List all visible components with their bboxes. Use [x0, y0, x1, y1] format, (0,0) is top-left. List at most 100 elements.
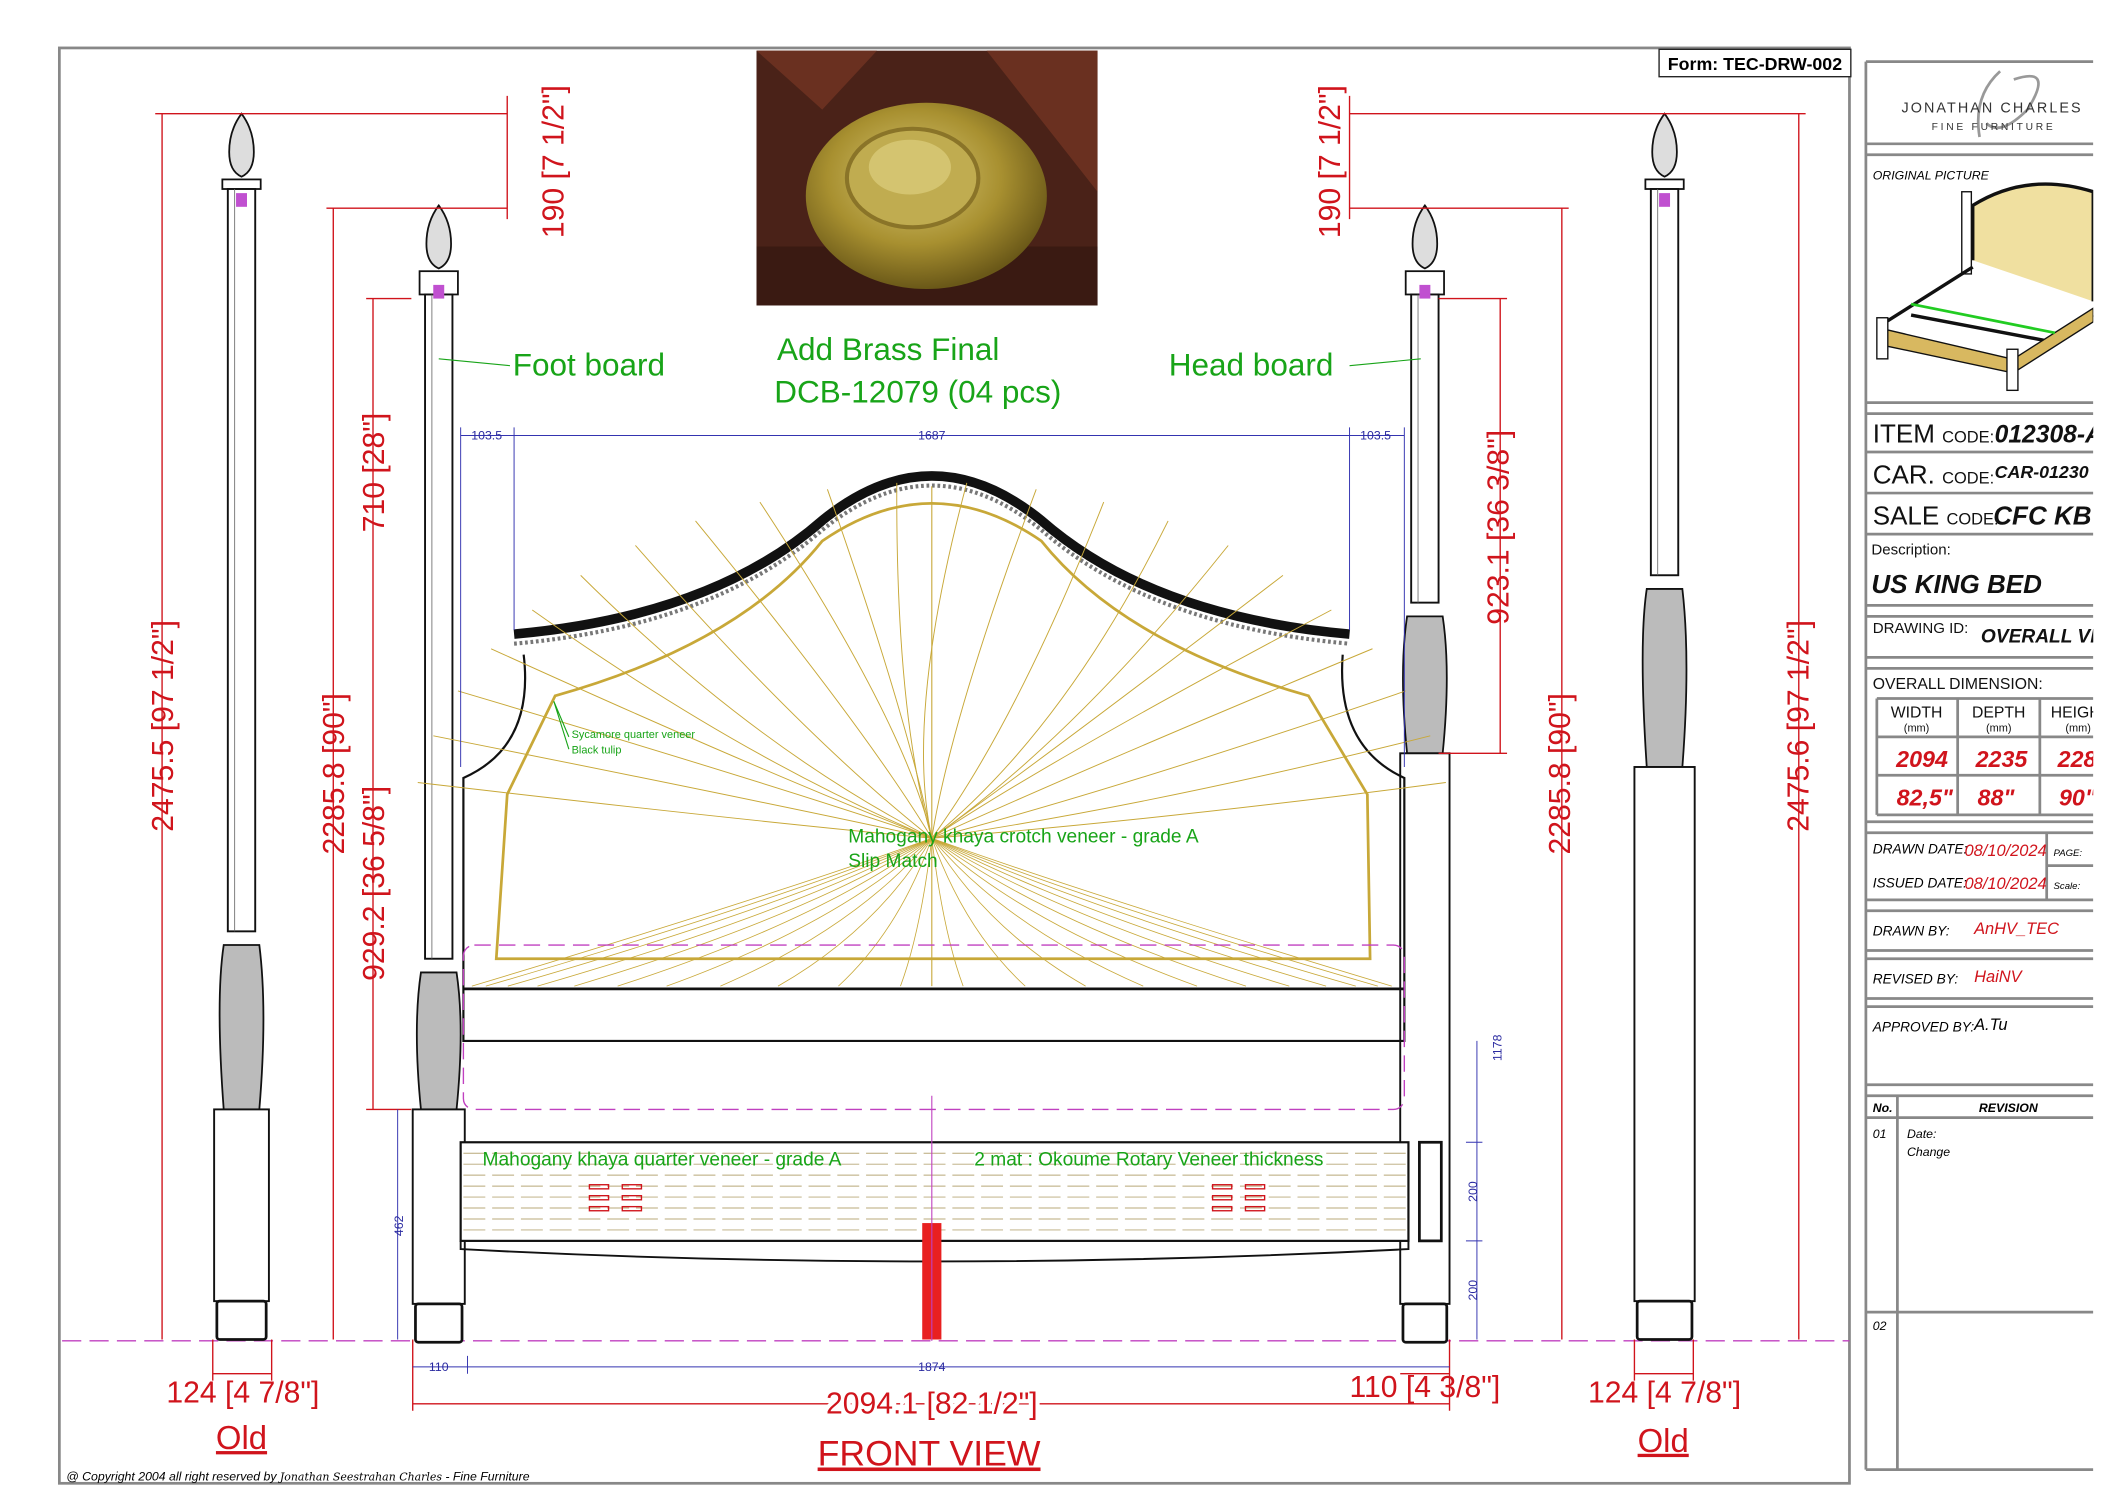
svg-text:ITEM CODE:: ITEM CODE:: [1873, 418, 1994, 448]
carved-leg: [415, 971, 462, 1111]
headboard: [417, 471, 1446, 1111]
description: US KING BED: [1871, 569, 2042, 599]
dim-rail-200a: 200: [1466, 1181, 1480, 1202]
veneer-line: [896, 482, 933, 839]
width-in: 82,5": [1897, 784, 1954, 810]
connector: [1419, 284, 1431, 299]
post-foot: [414, 1302, 464, 1344]
bolt-mark: [1211, 1205, 1233, 1212]
bolt-mark: [588, 1194, 610, 1201]
dim-left-offset: 103.5: [471, 429, 502, 443]
veneer-line: [931, 837, 1198, 987]
veneer-line: [931, 837, 1378, 987]
crotch-veneer-label: Mahogany khaya crotch veneer - grade A: [848, 826, 1199, 847]
veneer-line: [931, 837, 1290, 987]
approved-by: A.Tu: [1973, 1016, 2007, 1034]
car-code: CAR-01230: [1995, 462, 2089, 482]
svg-text:Change: Change: [1907, 1145, 1950, 1159]
veneer-line: [931, 545, 1229, 839]
veneer-line: [931, 609, 1332, 839]
veneer-line: [931, 489, 1037, 839]
company-logo: JONATHAN CHARLES FINE FURNITURE: [1902, 70, 2083, 138]
svg-text:Date:: Date:: [1907, 1127, 1936, 1141]
slip-match-label: Slip Match: [848, 851, 937, 872]
svg-text:FINE FURNITURE: FINE FURNITURE: [1932, 122, 2056, 133]
dim-post-width: 110 [4 3/8"]: [1349, 1371, 1500, 1404]
dim-foot-height: 2285.8 [90"]: [318, 693, 351, 854]
carved-leg: [1641, 588, 1688, 768]
width-mm: 2094: [1895, 746, 1948, 772]
veneer-line: [574, 837, 933, 987]
veneer-line: [923, 482, 968, 839]
svg-text:(mm): (mm): [1904, 722, 1930, 734]
item-code: 012308-A: [1995, 421, 2103, 448]
head-board-label: Head board: [1169, 346, 1334, 382]
side-rail: [459, 1140, 1443, 1340]
veneer-line: [931, 837, 1144, 987]
height-in: 90": [2059, 784, 2097, 810]
svg-text:HEIGH: HEIGH: [2051, 705, 2101, 722]
okoume-label: 2 mat : Okoume Rotary Veneer thickness: [974, 1150, 1323, 1171]
veneer-line: [826, 489, 933, 839]
revised-by: HaiNV: [1974, 968, 2024, 986]
veneer-line: [471, 837, 932, 987]
veneer-line: [838, 838, 933, 987]
black-tulip-label: Black tulip: [572, 744, 622, 756]
veneer-line: [900, 838, 933, 987]
drawn-by: AnHV_TEC: [1973, 920, 2059, 938]
veneer-line: [433, 735, 932, 839]
dim-old-left-width: 124 [4 7/8"]: [166, 1376, 319, 1409]
veneer-line: [931, 648, 1373, 839]
svg-text:No.: No.: [1873, 1101, 1893, 1115]
veneer-line: [457, 690, 932, 839]
dim-old-right-width: 124 [4 7/8"]: [1588, 1376, 1741, 1409]
svg-text:OVERALL DIMENSION:: OVERALL DIMENSION:: [1873, 676, 2043, 693]
issued-date: 08/10/2024: [1965, 875, 2047, 893]
svg-text:(mm): (mm): [1986, 722, 2012, 734]
bolt-mark: [1244, 1194, 1266, 1201]
view-title: FRONT VIEW: [818, 1433, 1041, 1473]
form-id-box: [1658, 48, 1852, 78]
brass-final-photo: [756, 50, 1098, 306]
connector: [433, 284, 445, 299]
veneer-line: [931, 782, 1446, 839]
veneer-line: [931, 735, 1431, 839]
dim-old-left-height: 2475.5 [97 1/2"]: [147, 620, 180, 832]
veneer-line: [931, 520, 1169, 839]
veneer-line: [666, 837, 933, 987]
veneer-line: [777, 837, 933, 987]
dim-right-offset: 103.5: [1360, 429, 1391, 443]
finial: [1651, 112, 1678, 178]
post-foot: [1401, 1302, 1449, 1344]
svg-text:@ Copyright 2004 all right res: @ Copyright 2004 all right reserved by J…: [66, 1470, 530, 1484]
svg-text:SALE CODE:: SALE CODE:: [1873, 501, 1999, 531]
veneer-line: [931, 501, 1105, 839]
bolt-mark: [588, 1205, 610, 1212]
copyright: @ Copyright 2004 all right reserved by J…: [66, 1470, 530, 1484]
post-foot: [215, 1299, 268, 1341]
veneer-line: [720, 837, 933, 987]
old-post-right: [1633, 112, 1696, 1341]
depth-mm: 2235: [1975, 746, 2029, 772]
svg-text:01: 01: [1873, 1127, 1887, 1141]
post-column: [424, 293, 454, 960]
veneer-line: [485, 837, 932, 987]
dim-head-height: 2285.8 [90"]: [1544, 693, 1577, 854]
veneer-line: [417, 782, 932, 839]
dim-foot-lower: 929.2 [36 5/8"]: [358, 786, 391, 981]
veneer-line: [537, 837, 933, 987]
carved-leg: [1402, 615, 1448, 755]
svg-text:Scale:: Scale:: [2054, 881, 2081, 892]
original-picture-thumbnail: [1876, 182, 2094, 392]
svg-text:CAR. CODE:: CAR. CODE:: [1873, 459, 1994, 489]
dimension-lines: [155, 95, 1806, 1411]
veneer-line: [507, 837, 932, 987]
svg-text:JONATHAN CHARLES: JONATHAN CHARLES: [1902, 100, 2083, 116]
veneer-line: [931, 838, 1026, 987]
brass-final-code: DCB-12079 (04 pcs): [774, 374, 1061, 410]
carved-leg: [218, 944, 265, 1111]
post-base: [1633, 766, 1696, 1303]
drawing-frame: [57, 46, 1851, 1485]
sycamore-label: Sycamore quarter veneer: [572, 729, 696, 741]
